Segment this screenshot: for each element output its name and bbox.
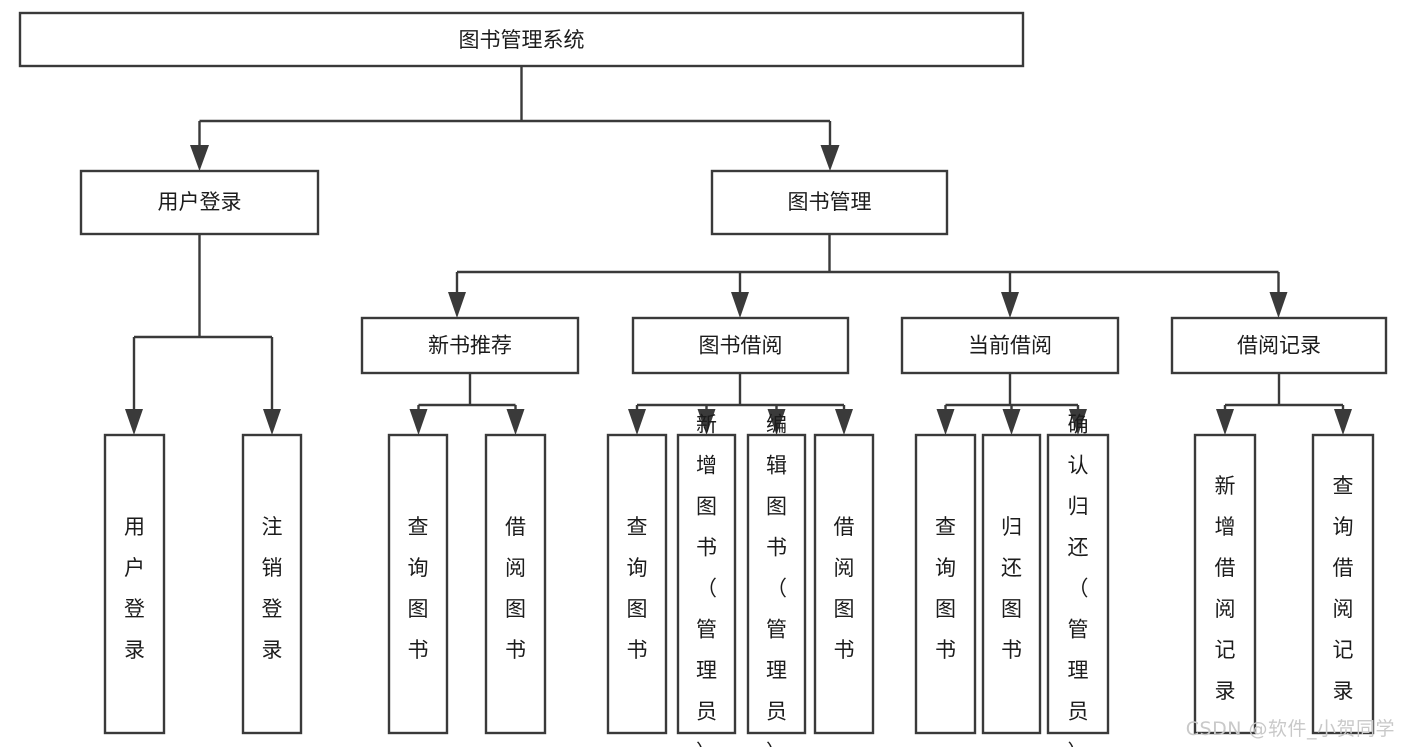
node-label-leaf-2: 查询图书: [408, 515, 429, 662]
node-leaf-5-新增图书管理员[interactable]: 新增图书（管理员）: [676, 412, 737, 747]
arrow-to-borrow-records: [1269, 292, 1288, 318]
arrow-to-leaf-borrow-books-2: [835, 409, 853, 435]
node-label-leaf-10: 确认归还（管理员）: [1068, 412, 1089, 747]
node-box-leaf-5[interactable]: [676, 433, 737, 735]
node-book-management[interactable]: 图书管理: [710, 169, 949, 236]
node-box-leaf-11[interactable]: [1193, 433, 1257, 735]
node-box-leaf-3[interactable]: [484, 433, 547, 735]
node-box-leaf-9[interactable]: [981, 433, 1042, 735]
node-label-leaf-11: 新增借阅记录: [1215, 474, 1236, 703]
arrow-to-user-login: [190, 145, 209, 171]
arrow-to-leaf-query-books-3: [936, 409, 955, 435]
node-label-current-borrow: 当前借阅: [968, 334, 1052, 358]
arrow-to-leaf-add-record: [1216, 409, 1234, 435]
node-leaf-1-注销登录[interactable]: 注销登录: [241, 433, 303, 735]
arrow-to-book-borrow: [731, 292, 749, 318]
node-label-new-book-recommend: 新书推荐: [428, 334, 512, 358]
node-box-leaf-0[interactable]: [103, 433, 166, 735]
edge-newbook-bus: [417, 373, 517, 412]
node-leaf-0-用户登录[interactable]: 用户登录: [103, 433, 166, 735]
arrow-to-leaf-query-books-2: [628, 409, 646, 435]
node-box-user-login[interactable]: [79, 169, 320, 236]
edge-root-bus: [198, 66, 832, 148]
node-label-book-management: 图书管理: [788, 190, 872, 214]
node-label-borrow-records: 借阅记录: [1237, 334, 1321, 358]
arrow-to-leaf-logout: [263, 409, 281, 435]
node-box-book-management[interactable]: [710, 169, 949, 236]
node-leaf-3-借阅图书[interactable]: 借阅图书: [484, 433, 547, 735]
node-box-leaf-6[interactable]: [746, 433, 807, 735]
arrow-to-leaf-add-book: [697, 409, 716, 435]
node-box-leaf-12[interactable]: [1311, 433, 1375, 735]
node-label-book-borrow: 图书借阅: [699, 334, 783, 358]
node-box-new-book-recommend[interactable]: [360, 316, 580, 375]
node-box-leaf-1[interactable]: [241, 433, 303, 735]
node-label-leaf-1: 注销登录: [262, 515, 283, 662]
node-label-leaf-0: 用户登录: [124, 515, 145, 662]
node-leaf-12-查询借阅记录[interactable]: 查询借阅记录: [1311, 433, 1375, 735]
node-book-borrow[interactable]: 图书借阅: [631, 316, 850, 375]
node-new-book-recommend[interactable]: 新书推荐: [360, 316, 580, 375]
node-box-leaf-7[interactable]: [813, 433, 875, 735]
arrow-to-leaf-borrow-books-1: [506, 409, 525, 435]
arrow-to-leaf-return-book: [1002, 409, 1021, 435]
node-box-leaf-4[interactable]: [606, 433, 668, 735]
node-box-current-borrow[interactable]: [900, 316, 1120, 375]
node-label-leaf-12: 查询借阅记录: [1333, 474, 1354, 703]
node-leaf-4-查询图书[interactable]: 查询图书: [606, 433, 668, 735]
arrow-to-leaf-confirm-return: [1069, 409, 1087, 435]
node-label-user-login: 用户登录: [158, 190, 242, 214]
node-box-root[interactable]: [18, 11, 1025, 68]
node-current-borrow[interactable]: 当前借阅: [900, 316, 1120, 375]
arrow-to-current-borrow: [1001, 292, 1019, 318]
connector-layer: [125, 66, 1352, 435]
node-leaf-6-编辑图书管理员[interactable]: 编辑图书（管理员）: [746, 412, 807, 747]
node-leaf-2-查询图书[interactable]: 查询图书: [387, 433, 449, 735]
node-label-leaf-5: 新增图书（管理员）: [696, 412, 717, 747]
arrow-to-leaf-query-record: [1334, 409, 1352, 435]
node-box-book-borrow[interactable]: [631, 316, 850, 375]
node-leaf-10-确认归还管理员[interactable]: 确认归还（管理员）: [1046, 412, 1110, 747]
node-box-leaf-10[interactable]: [1046, 433, 1110, 735]
arrow-to-leaf-query-books-1: [409, 409, 428, 435]
node-box-borrow-records[interactable]: [1170, 316, 1388, 375]
node-label-leaf-8: 查询图书: [935, 515, 956, 662]
node-user-login[interactable]: 用户登录: [79, 169, 320, 236]
edge-currentborrow-bus: [944, 373, 1080, 412]
node-label-leaf-7: 借阅图书: [834, 515, 855, 662]
edge-bookmgmt-bus: [455, 234, 1280, 296]
arrow-to-leaf-user-login: [125, 409, 143, 435]
node-label-leaf-4: 查询图书: [627, 515, 648, 662]
leaf-node-layer: 用户登录 注销登录 查询图书 借阅图书 查询图书 新增图书（管理员） 编辑图书（管理员） 借阅…: [103, 412, 1375, 747]
edge-userlogin-bus: [132, 234, 274, 412]
node-root-book-management-system[interactable]: 图书管理系统: [18, 11, 1025, 68]
csdn-watermark: CSDN @软件_小贺同学: [1185, 718, 1395, 740]
edge-borrowrecord-bus: [1223, 373, 1345, 412]
node-box-leaf-8[interactable]: [914, 433, 977, 735]
arrow-to-leaf-edit-book: [767, 409, 786, 435]
arrow-to-book-management: [820, 145, 840, 171]
node-box-leaf-2[interactable]: [387, 433, 449, 735]
node-label-leaf-9: 归还图书: [1001, 515, 1022, 662]
edge-bookborrow-bus: [635, 373, 846, 412]
arrow-to-new-book-recommend: [448, 292, 466, 318]
node-leaf-11-新增借阅记录[interactable]: 新增借阅记录: [1193, 433, 1257, 735]
node-leaf-9-归还图书[interactable]: 归还图书: [981, 433, 1042, 735]
node-leaf-7-借阅图书[interactable]: 借阅图书: [813, 433, 875, 735]
node-label-leaf-3: 借阅图书: [505, 515, 526, 662]
node-label-root: 图书管理系统: [459, 28, 585, 52]
node-borrow-records[interactable]: 借阅记录: [1170, 316, 1388, 375]
node-leaf-8-查询图书[interactable]: 查询图书: [914, 433, 977, 735]
node-label-leaf-6: 编辑图书（管理员）: [766, 412, 787, 747]
